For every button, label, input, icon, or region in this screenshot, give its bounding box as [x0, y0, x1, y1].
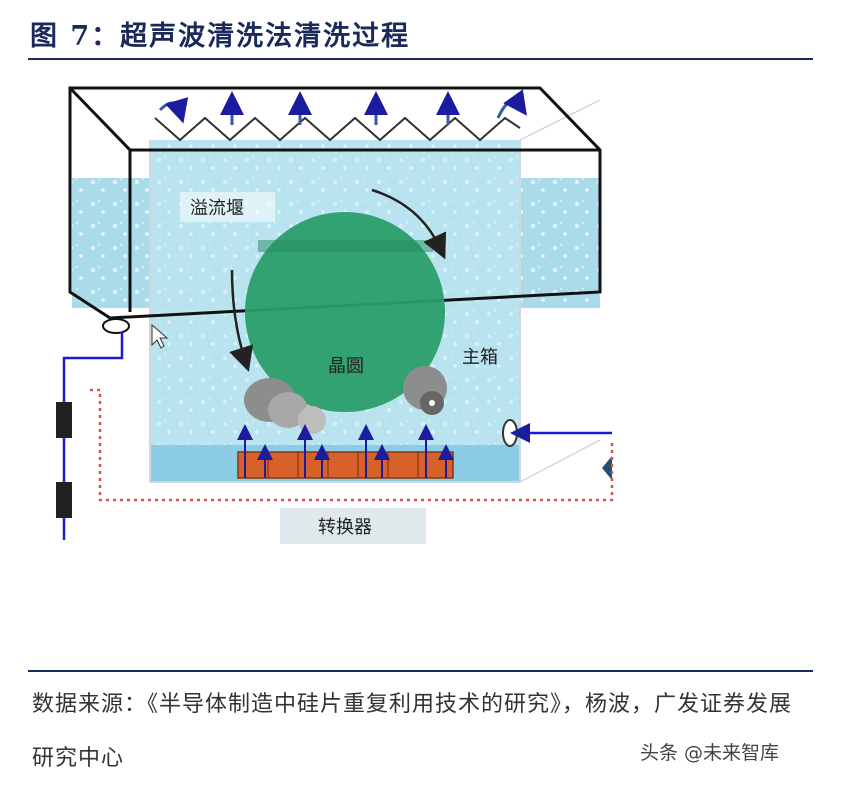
main-tank-label: 主箱	[462, 347, 498, 368]
signal-line	[90, 388, 614, 502]
ultrasonic-cleaning-diagram: 溢流堰 晶圆 主箱 转换器	[56, 86, 614, 544]
overflow-arrows	[158, 89, 527, 125]
converter-box	[280, 508, 426, 544]
title-divider	[28, 58, 813, 60]
weir-zigzag	[154, 116, 521, 142]
watermark: 头条 @未来智库	[640, 742, 780, 764]
circulation-arrows	[229, 188, 447, 372]
source-note: 数据来源：《半导体制造中硅片重复利用技术的研究》，杨波，广发证券发展研究中心	[32, 692, 793, 771]
wafer	[245, 212, 445, 412]
wafer-rollers	[244, 366, 447, 434]
cursor-icon	[151, 323, 169, 349]
ultrasonic-arrows	[237, 424, 454, 478]
source-divider	[28, 670, 813, 672]
transducer	[237, 451, 454, 479]
inlet-pipe	[502, 419, 612, 480]
figure-title: 图 7：超声波清洗法清洗过程	[30, 21, 411, 52]
converter-label: 转换器	[318, 517, 372, 538]
wafer-label: 晶圆	[328, 356, 364, 377]
overflow-weir-label: 溢流堰	[190, 198, 244, 219]
outer-box-outline	[68, 86, 602, 320]
drain-pipe	[56, 318, 130, 540]
